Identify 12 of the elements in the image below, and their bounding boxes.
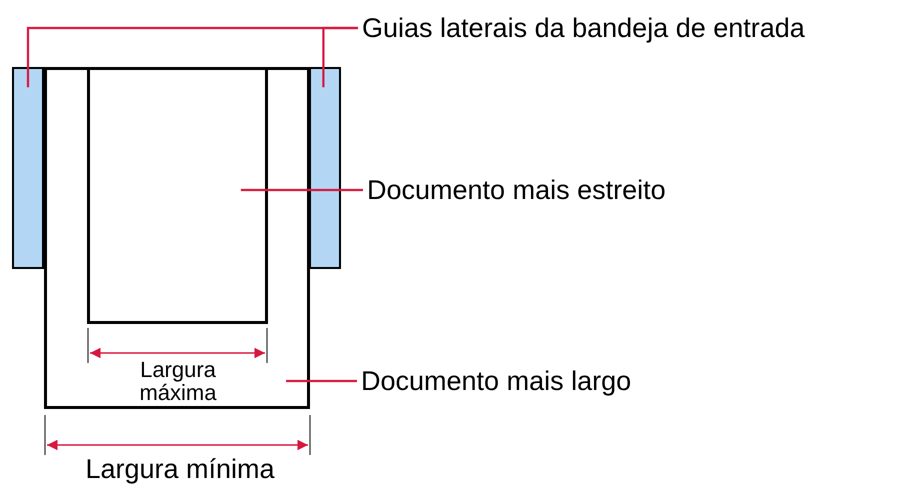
- leader-line: [240, 188, 363, 192]
- side-guide: [12, 67, 44, 269]
- dimension-label: Largura mínima: [84, 453, 276, 486]
- side-guide: [309, 67, 341, 269]
- dimension-label: Largura máxima: [138, 358, 218, 404]
- callout-label: Documento mais largo: [361, 365, 632, 398]
- document-sheet: [87, 67, 268, 324]
- document-sheet: [44, 67, 310, 409]
- callout-label: Guias laterais da bandeja de entrada: [362, 12, 806, 45]
- callout-label: Documento mais estreito: [367, 174, 667, 207]
- leader-line: [286, 380, 357, 382]
- leader-line: [322, 26, 358, 88]
